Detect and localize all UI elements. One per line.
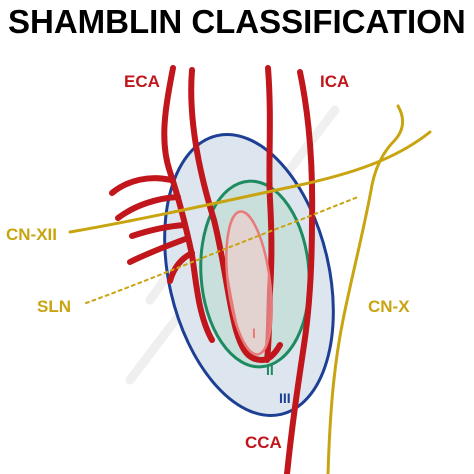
sln-label: SLN [37, 297, 71, 316]
type-2-label: II [266, 362, 274, 378]
eca-label: ECA [124, 72, 160, 91]
ica-label: ICA [320, 72, 349, 91]
cn-xii-label: CN-XII [6, 225, 57, 244]
cca-vessel [284, 69, 316, 474]
page-title: SHAMBLIN CLASSIFICATION [8, 3, 466, 40]
type-1-label: I [252, 325, 256, 341]
eca-branches [109, 175, 195, 284]
cca-label: CCA [245, 433, 282, 452]
sln-nerve [85, 196, 359, 304]
cn-xii-nerve [68, 130, 432, 234]
eca-vessel [161, 65, 215, 343]
type-1-tumor [225, 210, 273, 356]
cn-x-nerve [326, 104, 404, 474]
type-3-label: III [279, 390, 291, 406]
cn-x-label: CN-X [368, 297, 410, 316]
